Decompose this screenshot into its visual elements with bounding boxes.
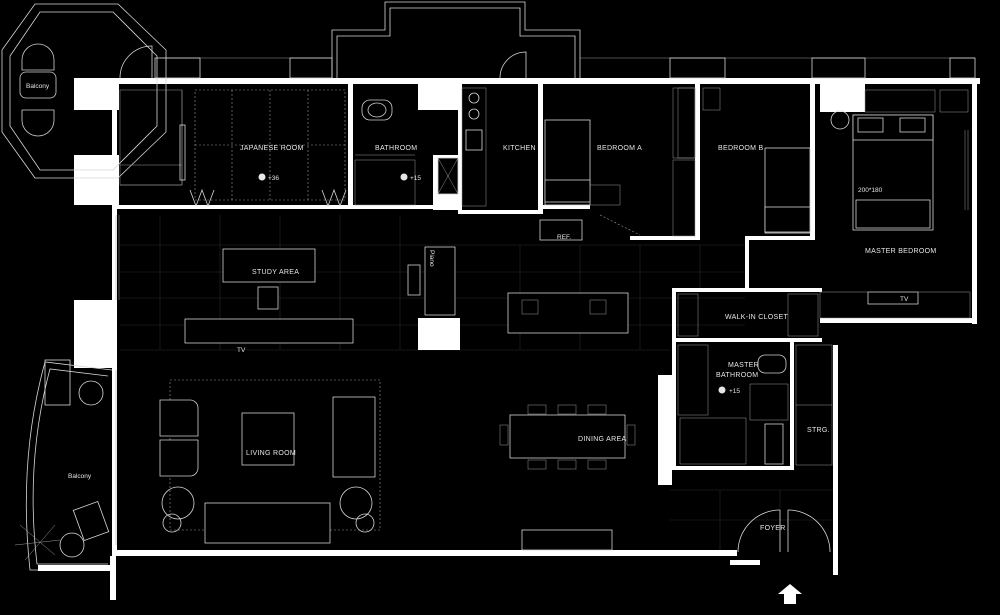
balcony-top-label: Balcony bbox=[26, 83, 50, 90]
foyer-label: FOYER bbox=[760, 525, 786, 532]
left-windows bbox=[115, 215, 120, 545]
bathroom-label: BATHROOM bbox=[375, 145, 417, 152]
master-bathroom: MASTER BATHROOM +15 bbox=[677, 344, 789, 465]
walls bbox=[74, 78, 980, 600]
study-area-label: STUDY AREA bbox=[252, 269, 299, 276]
japanese-room: JAPANESE ROOM +36 bbox=[119, 89, 347, 208]
japanese-room-label: JAPANESE ROOM bbox=[240, 145, 304, 152]
japanese-room-level: +36 bbox=[268, 175, 279, 182]
study-tv-label: TV bbox=[237, 347, 246, 354]
dining-area-label: DINING AREA bbox=[578, 436, 626, 443]
balcony-left-label: Balcony bbox=[68, 473, 92, 480]
bedroom-b-label: BEDROOM B bbox=[718, 145, 764, 152]
level-marker-icon bbox=[400, 173, 408, 181]
living-room: LIVING ROOM bbox=[159, 379, 381, 544]
foyer: FOYER bbox=[737, 509, 831, 553]
kitchen: KITCHEN REF. bbox=[461, 87, 583, 241]
balcony-left: Balcony bbox=[14, 359, 113, 571]
master-bathroom-label-1: MASTER bbox=[728, 362, 759, 369]
bed-size-label: 200*180 bbox=[858, 187, 883, 194]
level-marker-icon bbox=[718, 386, 726, 394]
study-area: STUDY AREA Piano TV bbox=[184, 246, 456, 354]
bedroom-a-label: BEDROOM A bbox=[597, 145, 642, 152]
master-bathroom-label-2: BATHROOM bbox=[716, 372, 758, 379]
level-marker-icon bbox=[258, 173, 266, 181]
piano-label: Piano bbox=[428, 250, 435, 267]
right-window bbox=[964, 130, 969, 210]
bathroom-level: +15 bbox=[410, 175, 421, 182]
dining-area: DINING AREA bbox=[499, 404, 636, 551]
master-bedroom-label: MASTER BEDROOM bbox=[865, 248, 936, 255]
master-bedroom: 200*180 MASTER BEDROOM TV bbox=[819, 89, 971, 319]
master-bathroom-level: +15 bbox=[729, 388, 740, 395]
storage: STRG. bbox=[795, 344, 833, 466]
kitchen-label: KITCHEN bbox=[503, 145, 536, 152]
bedroom-b: BEDROOM B bbox=[677, 87, 811, 234]
entrance-arrowhead-icon bbox=[778, 584, 802, 594]
master-tv-label: TV bbox=[900, 296, 909, 303]
bay-window bbox=[119, 1, 976, 79]
bathroom: BATHROOM +15 bbox=[354, 99, 459, 206]
ref-label: REF. bbox=[557, 234, 571, 241]
walk-in-closet: WALK-IN CLOSET bbox=[677, 293, 819, 337]
walk-in-closet-label: WALK-IN CLOSET bbox=[725, 314, 788, 321]
bedroom-a: BEDROOM A bbox=[544, 87, 696, 237]
storage-label: STRG. bbox=[807, 427, 830, 434]
living-room-label: LIVING ROOM bbox=[246, 450, 296, 457]
kitchen-island bbox=[507, 292, 629, 334]
balcony-octagon: Balcony bbox=[1, 3, 167, 179]
entrance-arrow-icon bbox=[784, 594, 796, 604]
